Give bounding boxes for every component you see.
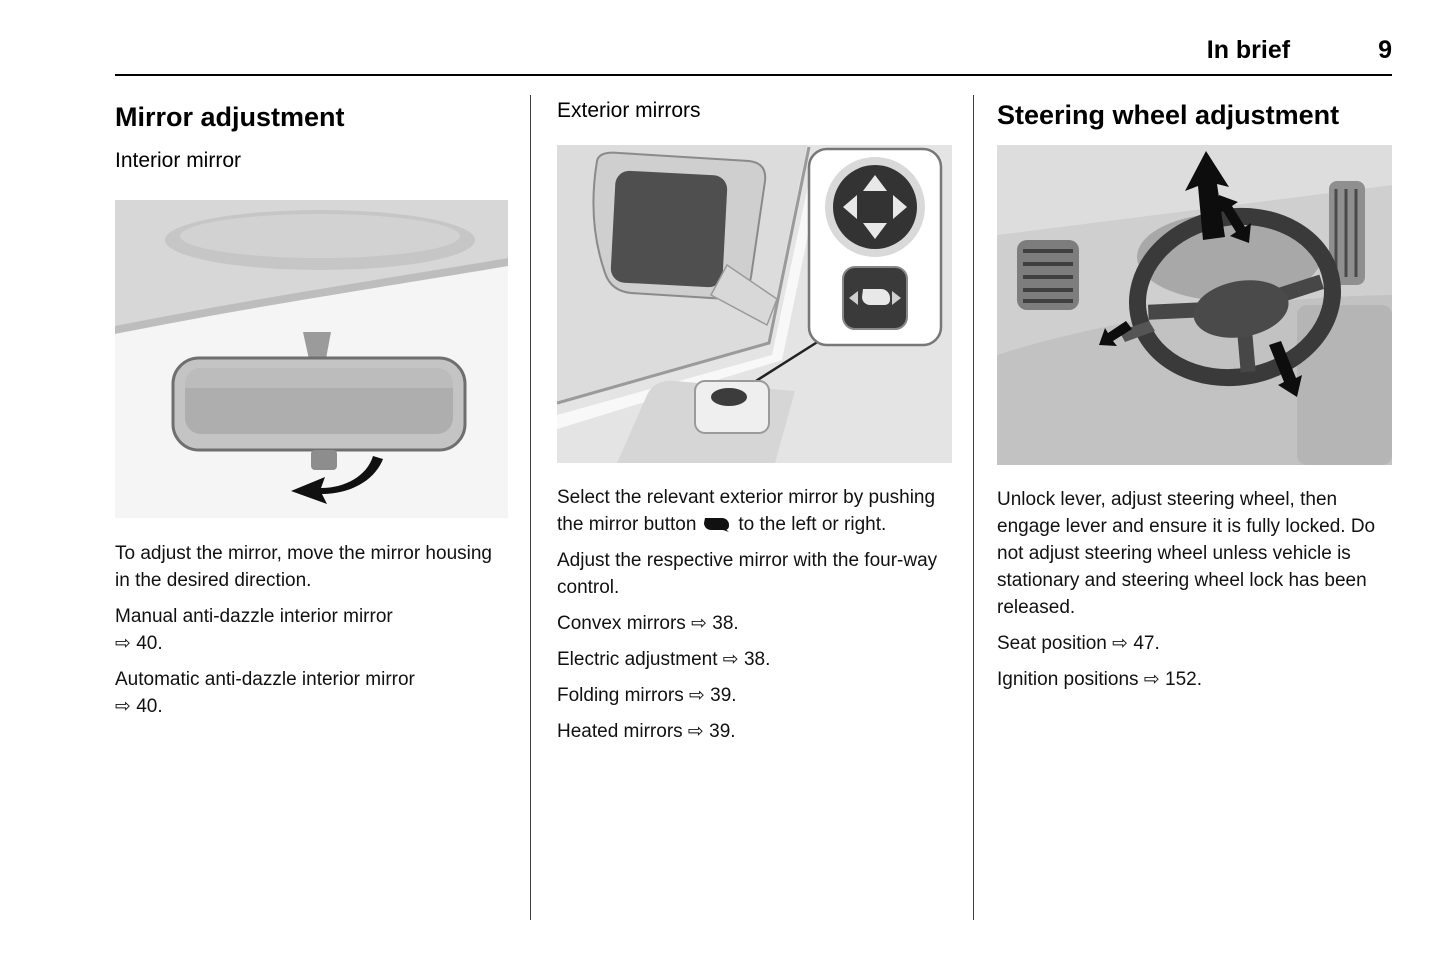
telescope-double-arrow-icon	[1217, 195, 1251, 243]
ref-seat-position: Seat position ⇨ 47.	[997, 633, 1160, 654]
mirror-select-button-icon	[842, 266, 908, 330]
column-exterior-mirrors: Exterior mirrors	[556, 98, 952, 754]
unlock-lever	[1119, 321, 1155, 342]
rear-view-mirror	[171, 332, 467, 470]
section-title: In brief	[1206, 36, 1291, 64]
column-divider-1	[530, 95, 531, 920]
ref-manual-anti-dazzle: Manual anti-dazzle interior mirror ⇨ 40.	[115, 606, 393, 654]
mirror-button-icon	[696, 516, 738, 533]
tilt-up-arrow-icon	[1185, 151, 1229, 240]
ref-convex-mirrors: Convex mirrors ⇨ 38.	[557, 613, 739, 634]
left-air-vent	[1017, 240, 1079, 310]
interior-mirror-instruction: To adjust the mirror, move the mirror ho…	[115, 543, 492, 591]
steering-wheel-illustration	[997, 145, 1392, 465]
column-subtitle: Interior mirror	[115, 149, 242, 172]
exterior-mirror-figure	[556, 145, 952, 463]
four-way-control-icon	[825, 157, 925, 257]
lever-release-arrow-icon	[1099, 321, 1132, 346]
door-mirror-switch	[694, 380, 770, 434]
column-title: Steering wheel adjustment	[997, 100, 1340, 130]
center-air-vent	[1329, 181, 1365, 285]
column-divider-2	[973, 95, 974, 920]
four-way-instruction: Adjust the respective mirror with the fo…	[557, 550, 938, 598]
ref-ignition-positions: Ignition positions ⇨ 152.	[997, 669, 1202, 690]
ref-automatic-anti-dazzle: Automatic anti-dazzle interior mirror ⇨ …	[115, 669, 415, 717]
ref-heated-mirrors: Heated mirrors ⇨ 39.	[557, 721, 736, 742]
exterior-mirror-instruction: Select the relevant exterior mirror by p…	[557, 484, 952, 538]
ref-folding-mirrors: Folding mirrors ⇨ 39.	[557, 685, 737, 706]
instruction-text-before: Select the relevant exterior mirror by p…	[557, 487, 936, 535]
exterior-mirror-housing	[592, 151, 778, 327]
column-title: Mirror adjustment	[115, 102, 345, 132]
column-mirror-adjustment: Mirror adjustment Interior mirror	[115, 100, 508, 729]
page-header: In brief 9	[115, 36, 1392, 65]
header-rule	[115, 74, 1392, 76]
exterior-mirror-illustration	[556, 145, 952, 463]
interior-mirror-figure	[115, 200, 508, 518]
tilt-down-arrow-icon	[1269, 341, 1302, 397]
column-title: Exterior mirrors	[557, 99, 701, 122]
column-steering-wheel-adjustment: Steering wheel adjustment	[997, 98, 1392, 702]
steering-wheel-figure	[997, 145, 1392, 465]
page-number: 9	[1378, 36, 1392, 64]
ref-electric-adjustment: Electric adjustment ⇨ 38.	[557, 649, 771, 670]
adjust-direction-arrow-icon	[291, 456, 383, 504]
steering-wheel-instruction: Unlock lever, adjust steering wheel, the…	[997, 489, 1376, 618]
instruction-text-after: to the left or right.	[738, 514, 887, 535]
interior-mirror-illustration	[115, 200, 508, 518]
